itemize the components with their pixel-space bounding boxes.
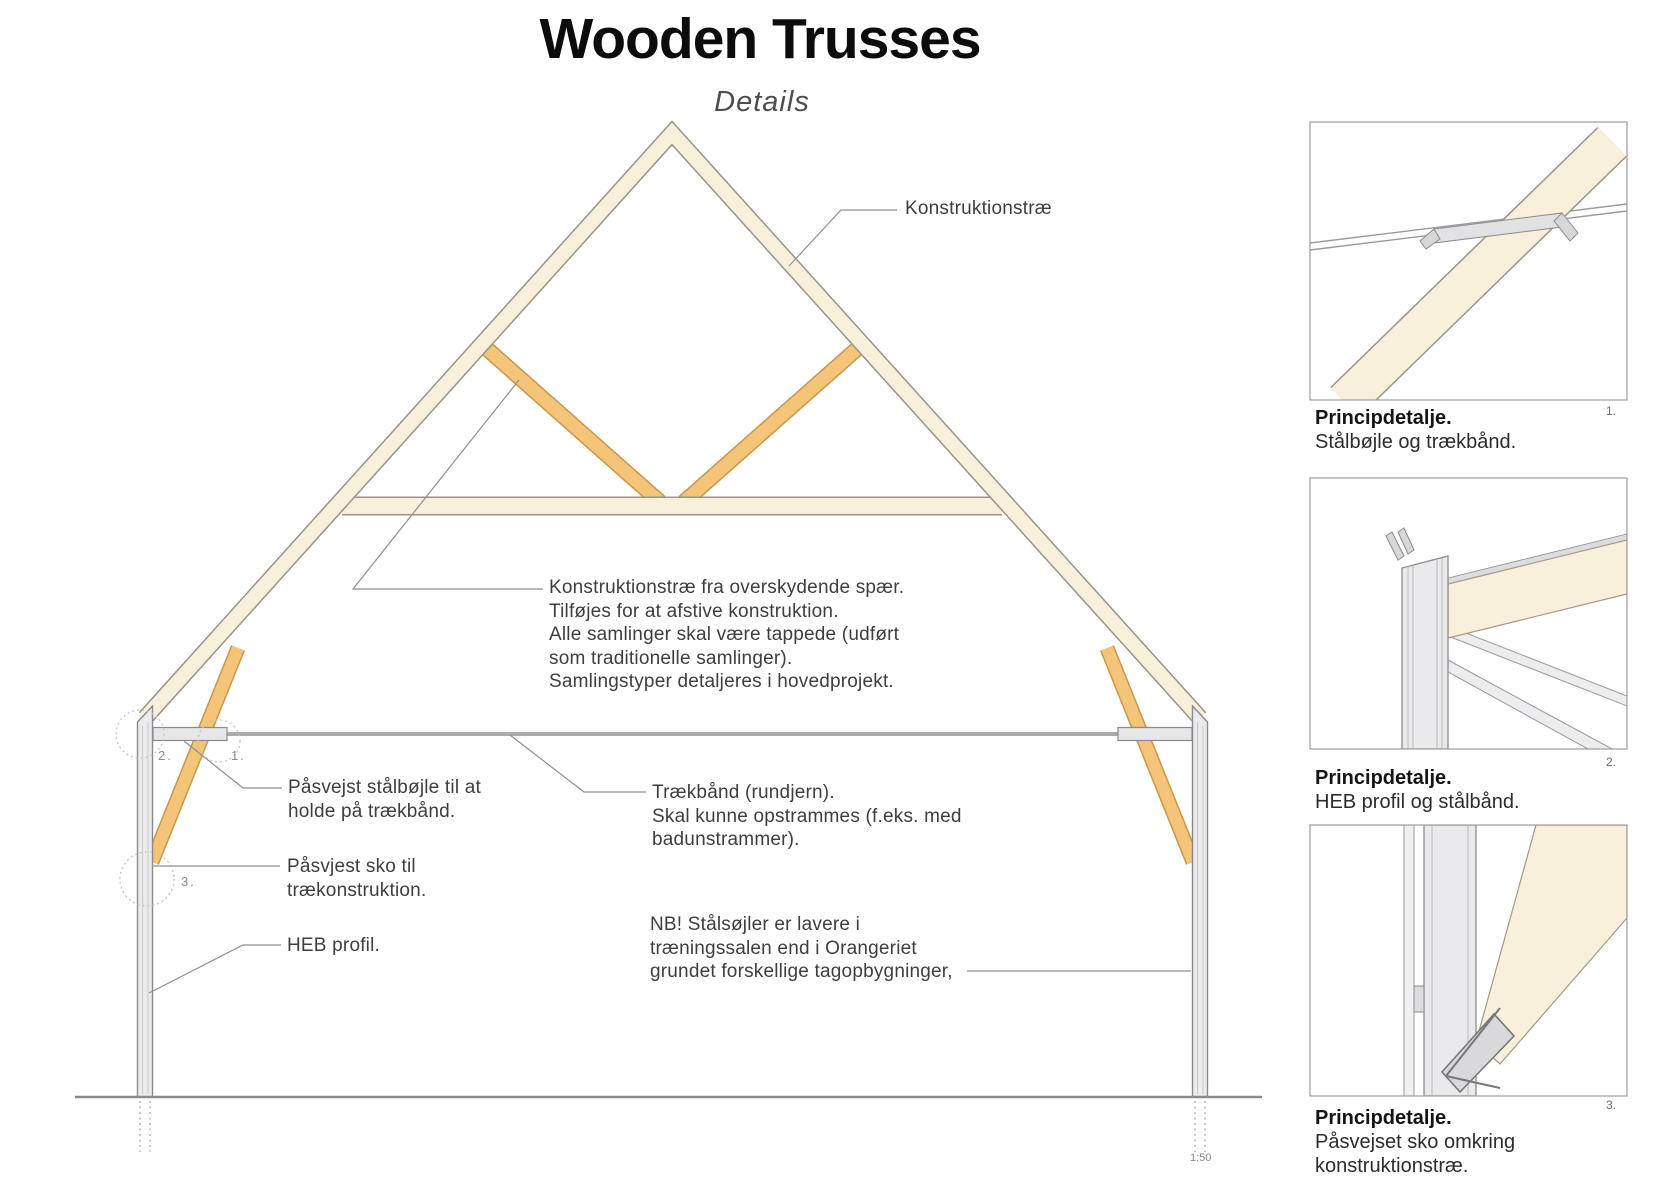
detail-box-3 [1309,824,1628,1097]
detail-caption-2: Principdetalje. HEB profil og stålbånd. [1315,766,1615,814]
detail-number-2: 2. [1606,755,1617,769]
detail-number-3: 3. [1606,1098,1617,1112]
leader-staalboejle [183,740,282,789]
label-staalboejle: Påsvejst stålbøjle til at holde på trækb… [288,777,481,822]
detail1-steel-strap [1419,212,1579,250]
leader-heb [148,944,281,994]
label-bracing-note: Konstruktionstræ fra overskydende spær. … [549,577,905,692]
marker-1: 1. [231,748,246,763]
detail-caption-1-subtitle: Stålbøjle og trækbånd. [1315,431,1517,453]
leader-bracing-note [351,379,543,590]
column-strut-left [145,645,245,865]
detail-caption-3: Principdetalje. Påsvejset sko omkring ko… [1315,1106,1615,1178]
detail-box-2 [1309,477,1628,750]
foundation-dashed-lines [139,1101,1206,1152]
leader-lines [148,209,1191,994]
label-nb-note: NB! Stålsøjler er lavere i træningssalen… [650,914,953,982]
page-title: Wooden Trusses [539,7,981,71]
label-konstruktionstrae: Konstruktionstræ [905,198,1052,219]
label-traekbaand: Trækbånd (rundjern). Skal kunne opstramm… [652,782,962,850]
detail-caption-3-title: Principdetalje. [1315,1107,1452,1129]
scale-label: 1:50 [1190,1152,1212,1164]
v-strut-left [480,342,666,508]
detail-caption-2-title: Principdetalje. [1315,767,1452,789]
detail-caption-1: Principdetalje. Stålbøjle og trækbånd. [1315,406,1615,454]
detail-circles [115,709,241,907]
detail3-welded-shoe [1440,1007,1516,1094]
steel-column-left [136,704,154,1098]
detail-number-1: 1. [1606,404,1617,418]
steel-bracket-right [1117,726,1193,742]
leader-konstruktionstrae [788,209,897,267]
detail2-timber-beam [1447,533,1627,639]
detail2-braces [1447,625,1627,749]
detail-caption-3-subtitle: Påsvejset sko omkring konstruktionstræ. [1315,1131,1516,1177]
label-sko: Påsvjest sko til trækonstruktion. [287,856,427,901]
detail2-steel-band [1385,527,1415,561]
detail-caption-2-subtitle: HEB profil og stålbånd. [1315,791,1520,813]
detail-box-1 [1309,121,1628,401]
column-strut-right [1100,645,1200,865]
label-heb: HEB profil. [287,935,381,956]
leader-traekbaand [509,734,646,793]
v-strut-right [678,342,864,508]
rafters [138,120,1207,724]
page-subtitle: Details [714,86,810,118]
detail3-timber-wedge [1475,825,1627,1065]
steel-column-right [1191,704,1209,1098]
detail1-timber [1330,126,1627,400]
detail2-heb-column [1401,555,1449,749]
detail-caption-1-title: Principdetalje. [1315,407,1452,429]
marker-2: 2. [158,748,173,763]
steel-bracket-left [152,726,228,742]
marker-3: 3. [181,874,196,889]
